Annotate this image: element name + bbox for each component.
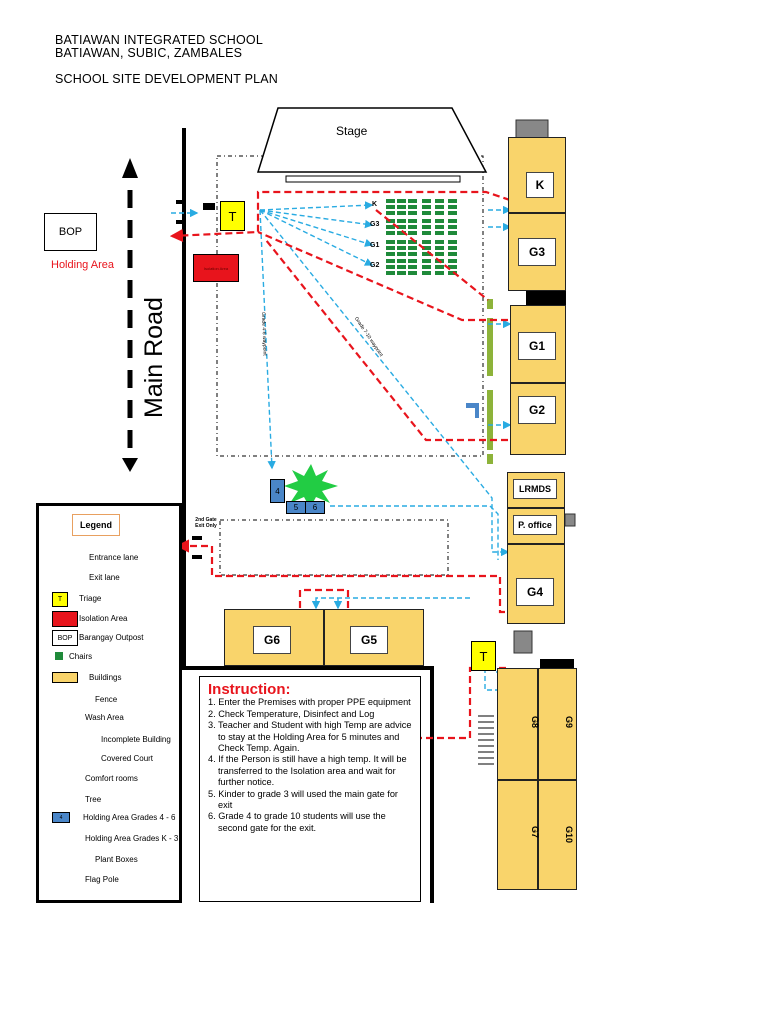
legend-barangay-outpost: Barangay Outpost — [79, 633, 144, 642]
legend: Legend Entrance lane Exit lane T Triage … — [36, 503, 182, 903]
holding-area-4: 4 — [270, 479, 285, 503]
incomplete-building — [219, 519, 449, 576]
holding-area-5: 5 — [286, 501, 306, 514]
legend-comfort-rooms: Comfort rooms — [85, 774, 138, 783]
plant-box — [487, 318, 493, 376]
legend-fence: Fence — [95, 695, 118, 704]
building-g7-label: G7 — [530, 826, 540, 839]
building-g3 — [508, 213, 566, 291]
legend-incomplete-building: Incomplete Building — [101, 735, 171, 744]
building-g6-label: G6 — [253, 626, 291, 654]
building-lrmds-label: LRMDS — [513, 479, 557, 499]
legend-bop-swatch: BOP — [52, 630, 78, 646]
school-name: BATIAWAN INTEGRATED SCHOOL — [55, 33, 263, 47]
legend-wash-area: Wash Area — [85, 713, 124, 722]
legend-chairs: Chairs — [69, 652, 93, 661]
building-g10-label: G10 — [564, 826, 574, 844]
main-road-label: Main Road — [140, 297, 168, 418]
legend-flag-pole: Flag Pole — [85, 875, 119, 884]
instruction-step: 3. Teacher and Student with high Temp ar… — [208, 720, 412, 754]
building-p-office-label: P. office — [513, 515, 557, 535]
building-g9-label: G9 — [564, 716, 574, 729]
legend-exit-lane: Exit lane — [89, 573, 120, 582]
building-g1-label: G1 — [518, 332, 556, 360]
legend-entrance-lane: Entrance lane — [89, 553, 139, 562]
legend-holding-k-3: Holding Area Grades K - 3 — [85, 834, 179, 843]
legend-covered-court: Covered Court — [101, 754, 154, 763]
plan-title: SCHOOL SITE DEVELOPMENT PLAN — [55, 72, 279, 86]
legend-buildings: Buildings — [89, 673, 122, 682]
building-k-label: K — [526, 172, 554, 198]
school-address: BATIAWAN, SUBIC, ZAMBALES — [55, 46, 243, 60]
instruction-step: 1. Enter the Premises with proper PPE eq… — [208, 697, 411, 708]
legend-title: Legend — [72, 514, 120, 536]
instruction-step: 5. Kinder to grade 3 will used the main … — [208, 788, 398, 811]
instructions-panel: Instruction: 1. Enter the Premises with … — [199, 676, 421, 902]
stage — [256, 107, 488, 173]
holding-area-6: 6 — [305, 501, 325, 514]
legend-holding-4-6: Holding Area Grades 4 - 6 — [83, 813, 176, 822]
holding-g3-label: G3 — [370, 221, 380, 228]
legend-buildings-swatch — [52, 672, 78, 683]
instruction-step: 6. Grade 4 to grade 10 students will use… — [208, 811, 386, 833]
flag-pole-icon — [466, 403, 478, 408]
fence — [182, 128, 434, 903]
instruction-step: 4. If the Person is still have a high te… — [208, 754, 407, 788]
stage-label: Stage — [336, 124, 368, 138]
triage-main-gate: T — [220, 201, 245, 231]
legend-plant-boxes: Plant Boxes — [95, 855, 138, 864]
legend-chairs-swatch — [55, 652, 63, 660]
building-g5-label: G5 — [350, 626, 388, 654]
triage-second-gate: T — [471, 641, 496, 671]
legend-tree: Tree — [85, 795, 102, 804]
instructions-title: Instruction: — [208, 681, 291, 698]
legend-isolation-swatch — [52, 611, 78, 627]
barangay-outpost: BOP — [44, 213, 97, 251]
holding-g2-label: G2 — [370, 262, 380, 269]
building-g3-label: G3 — [518, 238, 556, 266]
road-arrow-up-icon — [122, 158, 138, 178]
legend-holding-4-6-swatch: 4 — [52, 812, 70, 823]
legend-triage-swatch: T — [52, 592, 68, 607]
building-g5 — [324, 609, 424, 666]
isolation-area: Isolation Area — [193, 254, 239, 282]
instruction-step: 2. Check Temperature, Disinfect and Log — [208, 708, 375, 719]
building-g8-label: G8 — [530, 716, 540, 729]
holding-g1-label: G1 — [370, 242, 380, 249]
road-arrow-down-icon — [122, 458, 138, 472]
holding-area-label: Holding Area — [51, 259, 114, 271]
second-gate-label: 2nd Gate Exit Only — [195, 517, 217, 529]
chairs — [386, 199, 457, 275]
comfort-room — [515, 119, 549, 139]
legend-isolation-area: Isolation Area — [79, 614, 128, 623]
building-g2-label: G2 — [518, 396, 556, 424]
legend-triage: Triage — [79, 594, 102, 603]
tree-icon — [284, 464, 338, 508]
wash-area — [203, 203, 215, 210]
holding-k-label: K — [372, 201, 378, 208]
building-g4-label: G4 — [516, 578, 554, 606]
plant-box — [487, 390, 493, 450]
